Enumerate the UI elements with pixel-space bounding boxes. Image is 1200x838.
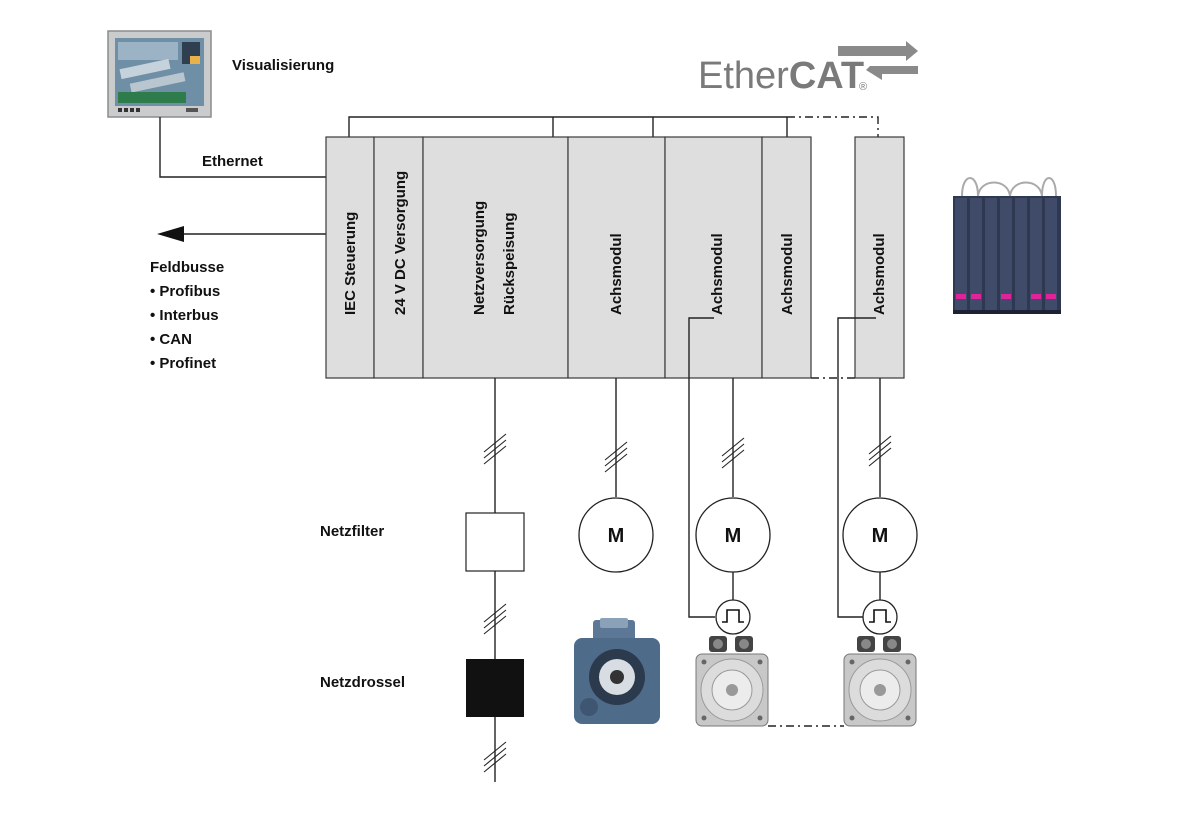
logo-ether: Ether	[698, 55, 789, 97]
capacitor-bank-image	[953, 177, 1061, 314]
servo-motor-image	[843, 636, 917, 727]
netzfilter-label: Netzfilter	[320, 523, 384, 540]
ethernet-label: Ethernet	[202, 153, 263, 170]
netz-module-label-1: Netzversorgung	[471, 201, 488, 315]
netzdrossel-label: Netzdrossel	[320, 674, 405, 691]
mains-line	[465, 378, 525, 782]
achsmodul-label: Achsmodul	[779, 233, 796, 315]
gear-motor-image	[574, 618, 660, 724]
achsmodul-label: Achsmodul	[871, 233, 888, 315]
motor-symbol	[578, 497, 654, 573]
feldbus-item: • Interbus	[150, 307, 219, 324]
ethercat-bus	[348, 116, 879, 379]
servo-motor-image	[695, 636, 769, 727]
iec-module	[325, 136, 375, 379]
motor-label: M	[608, 525, 625, 547]
feldbus-item: • Profibus	[150, 283, 220, 300]
encoder-icon	[862, 599, 898, 635]
netz-module-label-2: Rückspeisung	[501, 212, 518, 315]
logo-cat: CAT	[789, 55, 864, 97]
fieldbus-arrow	[157, 226, 327, 242]
hmi-panel-image	[107, 30, 212, 118]
achsmodul-label: Achsmodul	[709, 233, 726, 315]
dc-module-label: 24 V DC Versorgung	[392, 171, 409, 315]
motor-1-branch	[578, 378, 654, 573]
module-rack	[325, 136, 905, 379]
ethernet-line	[159, 117, 327, 178]
motor-label: M	[872, 525, 889, 547]
svg-text:EtherCAT: EtherCAT	[698, 55, 864, 97]
motor-3-branch	[837, 317, 918, 635]
achsmodul-3	[761, 136, 812, 379]
netzdrossel-box	[466, 659, 524, 717]
achsmodul-label: Achsmodul	[608, 233, 625, 315]
achsmodul-2	[664, 136, 763, 379]
achsmodul-1	[567, 136, 666, 379]
netz-module	[422, 136, 569, 379]
feldbusse-title: Feldbusse	[150, 259, 224, 276]
dc-module	[373, 136, 424, 379]
feldbus-item: • CAN	[150, 331, 192, 348]
motor-label: M	[725, 525, 742, 547]
logo-registered: ®	[859, 81, 867, 93]
ethercat-logo: EtherCAT ®	[698, 41, 918, 97]
netzfilter-box	[465, 512, 525, 572]
feldbus-item: • Profinet	[150, 355, 216, 372]
iec-module-label: IEC Steuerung	[342, 212, 359, 315]
visualisierung-label: Visualisierung	[232, 57, 334, 74]
encoder-icon	[715, 599, 751, 635]
motor-2-branch	[688, 317, 771, 635]
